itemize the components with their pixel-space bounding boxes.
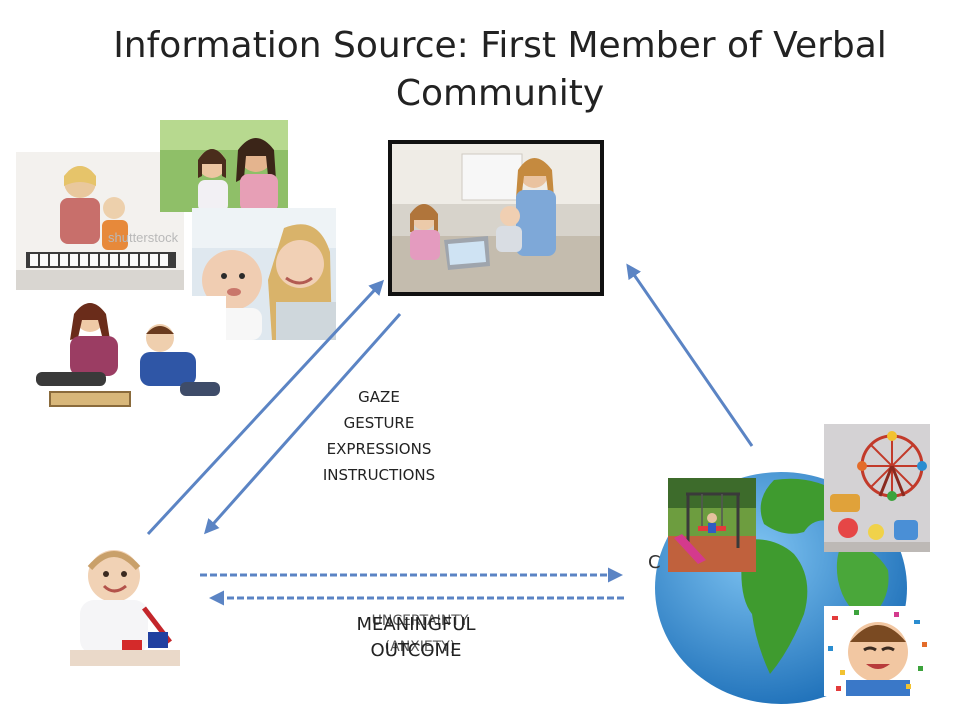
photo-toys-ferris-wheel [824,424,930,552]
channel-instructions: INSTRUCTIONS [322,466,436,484]
photo-mother-son-drawing [30,296,226,414]
overlay-uncertainty: UNCERTAINTY (ANXIETY) [330,608,510,660]
overlay-meaningful-outcome: MEANINGFUL OUTCOME [326,612,506,664]
photo-party-kid-confetti [824,606,932,696]
mother-piano-image: shutterstock [16,152,184,290]
channel-list: GAZE GESTURE EXPRESSIONS INSTRUCTIONS [300,384,458,488]
channel-expressions: EXPRESSIONS [326,440,432,458]
photo-baby-painting [62,542,186,666]
photo-mother-piano: shutterstock [16,152,184,290]
channel-gesture: GESTURE [343,414,415,432]
arrow-child-to-center [146,279,385,536]
channel-gaze: GAZE [358,388,400,406]
photo-mother-daughter [160,120,288,212]
party-kid-image [824,606,932,696]
mother-son-drawing-image [30,296,226,414]
slide-title: Information Source: First Member of Verb… [60,22,940,118]
uncertainty-line-1: UNCERTAINTY [371,613,469,629]
arrow-center-to-child [204,313,402,535]
meaningful-line-1: MEANINGFUL [356,614,476,635]
center-family-image [392,144,600,292]
watermark-text: shutterstock [108,230,179,245]
playground-image [668,478,756,572]
uncertainty-line-2: (ANXIETY) [384,639,456,655]
arrow-world-to-center [626,263,754,447]
title-line-1: Information Source: First Member of Verb… [113,25,887,66]
title-line-2: Community [395,73,605,114]
photo-playground [668,478,756,572]
world-partial-label: C [648,552,661,573]
photo-center-mother-children-laptop [388,140,604,296]
baby-painting-image [62,542,186,666]
mother-daughter-image [160,120,288,212]
meaningful-line-2: OUTCOME [370,640,462,661]
toys-image [824,424,930,552]
